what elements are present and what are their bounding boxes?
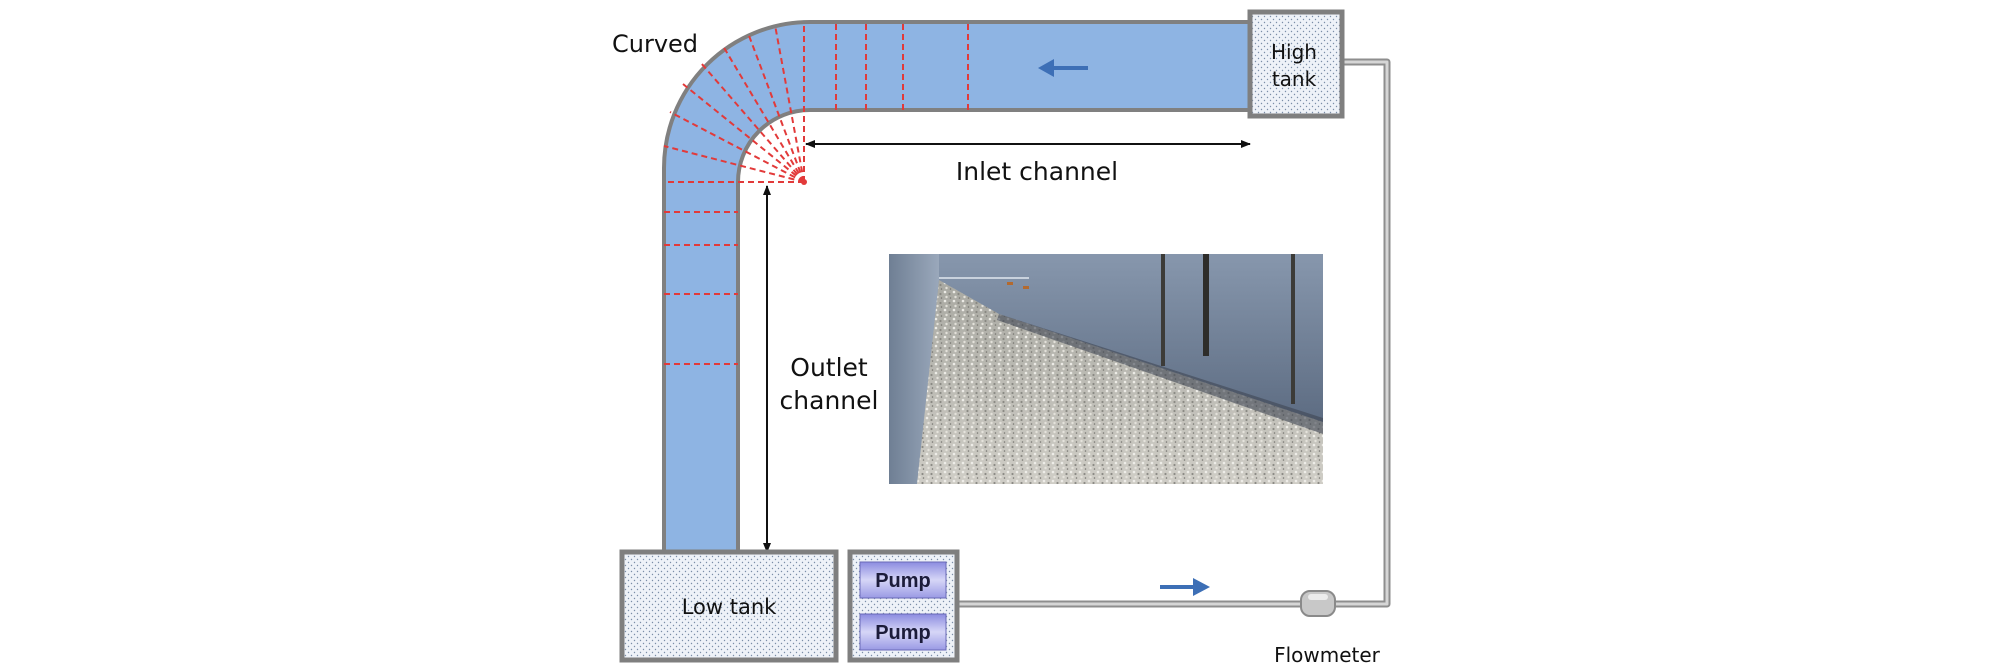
cross-section-lines	[663, 22, 969, 365]
high-tank	[1247, 9, 1345, 119]
arrow-right-icon	[1160, 578, 1210, 596]
low-tank-label: Low tank	[682, 595, 777, 619]
flume-channel	[662, 20, 1252, 554]
flowmeter-label: Flowmeter	[1274, 643, 1381, 667]
pump-2	[859, 613, 947, 651]
pump-2-label: Pump	[875, 622, 931, 644]
outlet-channel-label-line2: channel	[780, 386, 879, 415]
high-tank-label-line1: High	[1271, 40, 1317, 64]
flowmeter-icon	[1300, 590, 1336, 617]
inlet-channel-label: Inlet channel	[956, 157, 1118, 186]
low-tank	[619, 549, 839, 663]
pump-1-label: Pump	[875, 570, 931, 592]
curved-label: Curved	[612, 30, 698, 58]
gravel-bed-channel-photo	[889, 254, 1323, 484]
high-tank-label-line2: tank	[1272, 67, 1317, 91]
outlet-channel-label-line1: Outlet	[790, 353, 868, 382]
curve-center-point	[801, 179, 807, 185]
pump-1	[859, 561, 947, 599]
arrow-left-icon	[1038, 59, 1088, 77]
